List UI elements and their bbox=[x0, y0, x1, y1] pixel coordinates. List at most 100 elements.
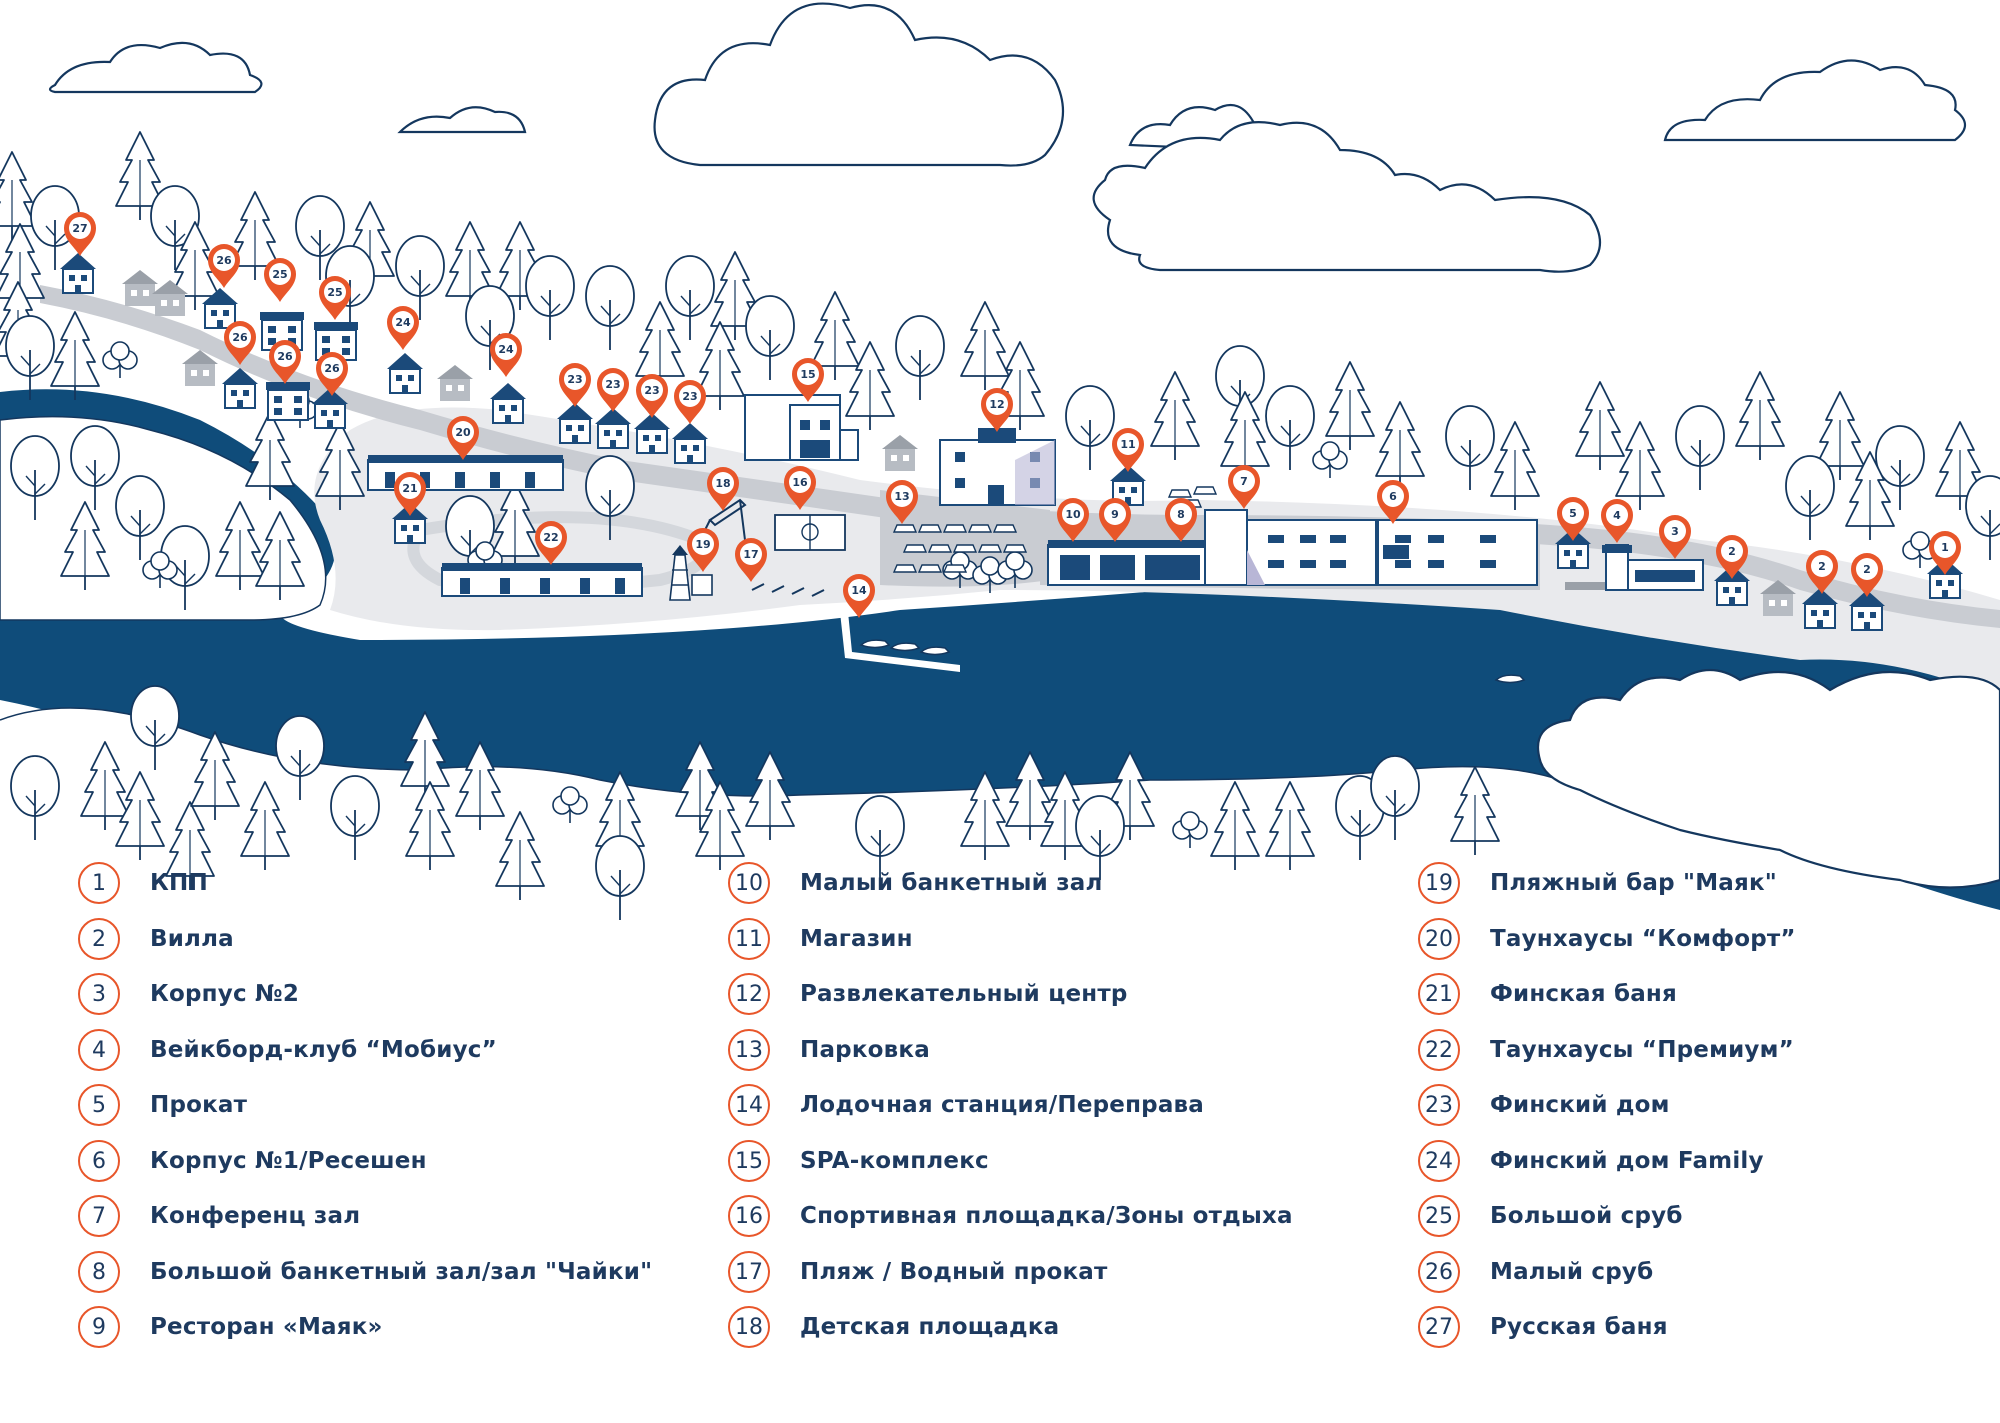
legend-item: 27 Русская баня bbox=[1418, 1302, 2000, 1352]
map-pin-icon[interactable]: 26 bbox=[224, 321, 256, 365]
cloud-icon bbox=[1536, 669, 2000, 889]
map-pin-icon[interactable]: 26 bbox=[269, 340, 301, 384]
legend-number-badge: 27 bbox=[1418, 1306, 1460, 1348]
map-pin-icon[interactable]: 7 bbox=[1228, 465, 1260, 509]
map-pin-icon[interactable]: 23 bbox=[597, 368, 629, 412]
legend-label: Финская баня bbox=[1490, 981, 1677, 1007]
map-pin-icon[interactable]: 19 bbox=[687, 528, 719, 572]
map-pin-icon[interactable]: 3 bbox=[1659, 515, 1691, 559]
map-pin-icon[interactable]: 16 bbox=[784, 466, 816, 510]
map-pin-icon[interactable]: 17 bbox=[735, 538, 767, 582]
map-pin-icon[interactable]: 5 bbox=[1557, 497, 1589, 541]
map-pin-icon[interactable]: 6 bbox=[1377, 480, 1409, 524]
map-pin-icon[interactable]: 11 bbox=[1112, 428, 1144, 472]
map-pin-number: 26 bbox=[216, 254, 232, 267]
map-pin-icon[interactable]: 26 bbox=[208, 244, 240, 288]
map-pin-number: 4 bbox=[1613, 509, 1621, 522]
map-pin-icon[interactable]: 24 bbox=[387, 306, 419, 350]
map-pin-icon[interactable]: 24 bbox=[490, 333, 522, 377]
legend-number-badge: 7 bbox=[78, 1195, 120, 1237]
townhouses-premium bbox=[441, 563, 643, 597]
legend-number-badge: 9 bbox=[78, 1306, 120, 1348]
legend-number-badge: 22 bbox=[1418, 1029, 1460, 1071]
map-pin-icon[interactable]: 4 bbox=[1601, 499, 1633, 543]
main-hotel bbox=[1047, 509, 1538, 586]
map-pin-icon[interactable]: 13 bbox=[886, 480, 918, 524]
legend-label: Русская баня bbox=[1490, 1314, 1668, 1340]
map-pin-icon[interactable]: 2 bbox=[1716, 535, 1748, 579]
legend-label: Корпус №1/Ресешен bbox=[150, 1148, 427, 1174]
map-pin-icon[interactable]: 21 bbox=[394, 472, 426, 516]
map-pin-number: 26 bbox=[232, 331, 248, 344]
map-pin-icon[interactable]: 25 bbox=[319, 276, 351, 320]
map-pin-icon[interactable]: 27 bbox=[64, 212, 96, 256]
map-pin-number: 3 bbox=[1671, 525, 1679, 538]
legend-number-badge: 20 bbox=[1418, 918, 1460, 960]
map-pin-number: 10 bbox=[1065, 508, 1081, 521]
cloud-icon bbox=[48, 41, 263, 94]
legend-number-badge: 14 bbox=[728, 1084, 770, 1126]
map-pin-number: 8 bbox=[1177, 508, 1185, 521]
legend-number-badge: 21 bbox=[1418, 973, 1460, 1015]
map-pin-icon[interactable]: 1 bbox=[1929, 531, 1961, 575]
legend-item: 22 Таунхаусы “Премиум” bbox=[1418, 1025, 2000, 1075]
map-pin-number: 2 bbox=[1818, 560, 1826, 573]
map-pin-icon[interactable]: 20 bbox=[447, 416, 479, 460]
legend-number-badge: 10 bbox=[728, 862, 770, 904]
road-loop bbox=[407, 511, 711, 594]
cloud-icon bbox=[653, 2, 1065, 167]
legend-label: Таунхаусы “Премиум” bbox=[1490, 1037, 1794, 1063]
map-pin-icon[interactable]: 23 bbox=[674, 380, 706, 424]
map-pin-number: 22 bbox=[543, 531, 558, 544]
map-pin-number: 25 bbox=[272, 268, 287, 281]
map-pin-icon[interactable]: 10 bbox=[1057, 498, 1089, 542]
legend-label: Таунхаусы “Комфорт” bbox=[1490, 926, 1796, 952]
map-pin-icon[interactable]: 12 bbox=[981, 388, 1013, 432]
map-pin-icon[interactable]: 15 bbox=[792, 358, 824, 402]
map-pin-icon[interactable]: 26 bbox=[316, 352, 348, 396]
legend-number-badge: 1 bbox=[78, 862, 120, 904]
map-pin-icon[interactable]: 2 bbox=[1851, 553, 1883, 597]
legend-number-badge: 26 bbox=[1418, 1251, 1460, 1293]
legend-label: Лодочная станция/Переправа bbox=[800, 1092, 1205, 1118]
map-pin-icon[interactable]: 23 bbox=[559, 363, 591, 407]
lighthouse-icon bbox=[669, 545, 713, 601]
legend-number-badge: 23 bbox=[1418, 1084, 1460, 1126]
legend-number-badge: 15 bbox=[728, 1140, 770, 1182]
legend-number-badge: 11 bbox=[728, 918, 770, 960]
map-pin-icon[interactable]: 18 bbox=[707, 467, 739, 511]
legend-label: Корпус №2 bbox=[150, 981, 300, 1007]
map-pin-icon[interactable]: 2 bbox=[1806, 550, 1838, 594]
map-pin-number: 7 bbox=[1240, 475, 1248, 488]
legend-item: 14 Лодочная станция/Переправа bbox=[728, 1080, 1368, 1130]
cloud-icon bbox=[1092, 121, 1602, 273]
map-pin-icon[interactable]: 22 bbox=[535, 521, 567, 565]
map-pin-icon[interactable]: 9 bbox=[1099, 498, 1131, 542]
map-pin-number: 26 bbox=[277, 350, 293, 363]
legend-number-badge: 2 bbox=[78, 918, 120, 960]
map-pin-number: 24 bbox=[498, 343, 514, 356]
map-pin-number: 18 bbox=[715, 477, 730, 490]
legend-number-badge: 8 bbox=[78, 1251, 120, 1293]
legend-label: Прокат bbox=[150, 1092, 248, 1118]
map-pin-icon[interactable]: 23 bbox=[636, 374, 668, 418]
map-pin-number: 1 bbox=[1941, 541, 1949, 554]
map-pin-icon[interactable]: 25 bbox=[264, 258, 296, 302]
map-pin-number: 14 bbox=[851, 584, 867, 597]
map-pin-number: 6 bbox=[1389, 490, 1397, 503]
map-pin-icon[interactable]: 14 bbox=[843, 574, 875, 618]
beach-loungers-icon bbox=[751, 583, 825, 597]
map-pin-icon[interactable]: 8 bbox=[1165, 498, 1197, 542]
